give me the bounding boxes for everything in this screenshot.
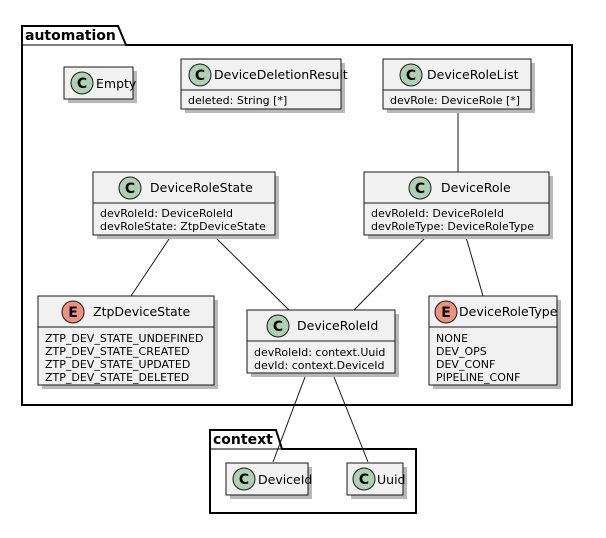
enum-stereotype-icon (434, 300, 458, 324)
class-empty: C Empty (63, 66, 137, 103)
class-attribute: devId: context.DeviceId (254, 359, 385, 372)
class-name: DeviceId (258, 472, 312, 487)
enum-value: ZTP_DEV_STATE_UNDEFINED (45, 332, 203, 345)
class-device-role-state: C DeviceRoleState devRoleId: DeviceRoleI… (92, 171, 279, 239)
package-title: automation (25, 28, 116, 44)
class-device-role-id: C DeviceRoleId devRoleId: context.Uuid d… (246, 309, 399, 377)
class-stereotype-icon (232, 467, 256, 491)
stereotype-letter: C (195, 68, 205, 84)
enum-stereotype-icon (61, 300, 85, 324)
class-attribute: devRoleType: DeviceRoleType (371, 220, 534, 233)
relations (130, 111, 484, 463)
relation-devicerole-deviceroletype (465, 236, 484, 297)
class-device-id: C DeviceId (225, 462, 312, 499)
enum-value: ZTP_DEV_STATE_UPDATED (45, 358, 190, 371)
class-attribute: devRole: DeviceRole [*] (390, 94, 520, 107)
relation-deviceroletate-deviceroleid (216, 238, 290, 311)
class-device-role: C DeviceRole devRoleId: DeviceRoleId dev… (363, 171, 553, 239)
class-name: Uuid (377, 472, 405, 487)
stereotype-letter: E (68, 305, 78, 321)
enum-value: DEV_OPS (436, 345, 487, 358)
enum-value: ZTP_DEV_STATE_CREATED (45, 345, 190, 358)
stereotype-letter: C (77, 76, 87, 92)
class-name: DeviceRoleList (427, 67, 519, 82)
class-attribute: devRoleId: DeviceRoleId (100, 207, 233, 220)
class-stereotype-icon (188, 63, 212, 87)
class-stereotype-icon (266, 314, 290, 338)
class-name: ZtpDeviceState (93, 304, 191, 319)
class-attribute: devRoleState: ZtpDeviceState (100, 220, 266, 233)
class-name: DeviceRole (441, 180, 511, 195)
class-stereotype-icon (408, 176, 432, 200)
class-stereotype-icon (399, 63, 423, 87)
relation-devicerole-deviceroleid (353, 236, 427, 311)
relation-deviceroleid-uuid (333, 376, 369, 463)
class-attribute: devRoleId: context.Uuid (254, 346, 385, 359)
class-name: DeviceRoleId (297, 318, 378, 333)
class-attribute: devRoleId: DeviceRoleId (371, 207, 504, 220)
class-stereotype-icon (352, 467, 376, 491)
stereotype-letter: C (359, 472, 369, 488)
class-attribute: deleted: String [*] (188, 94, 287, 107)
stereotype-letter: C (406, 68, 416, 84)
class-uuid: C Uuid (346, 462, 407, 499)
class-device-deletion-result: C DeviceDeletionResult deleted: String [… (180, 58, 348, 113)
enum-value: DEV_CONF (436, 358, 495, 371)
enum-ztp-device-state: E ZtpDeviceState ZTP_DEV_STATE_UNDEFINED… (37, 295, 218, 389)
class-device-role-list: C DeviceRoleList devRole: DeviceRole [*] (382, 58, 535, 113)
enum-device-role-type: E DeviceRoleType NONE DEV_OPS DEV_CONF P… (428, 295, 561, 389)
enum-value: ZTP_DEV_STATE_DELETED (45, 371, 189, 384)
class-stereotype-icon (118, 176, 142, 200)
relation-deviceroletate-ztpdevicestate (130, 238, 170, 297)
enum-value: PIPELINE_CONF (436, 371, 520, 384)
class-name: DeviceDeletionResult (214, 67, 348, 82)
class-name: DeviceRoleType (459, 304, 558, 319)
relation-deviceroleid-deviceid (272, 376, 306, 463)
stereotype-letter: E (441, 305, 451, 321)
stereotype-letter: C (239, 472, 249, 488)
class-name: DeviceRoleState (150, 180, 253, 195)
class-name: Empty (96, 76, 137, 91)
package-title: context (213, 432, 273, 448)
stereotype-letter: C (415, 181, 425, 197)
stereotype-letter: C (273, 319, 283, 335)
stereotype-letter: C (125, 181, 135, 197)
enum-value: NONE (436, 332, 468, 345)
class-stereotype-icon (70, 71, 94, 95)
